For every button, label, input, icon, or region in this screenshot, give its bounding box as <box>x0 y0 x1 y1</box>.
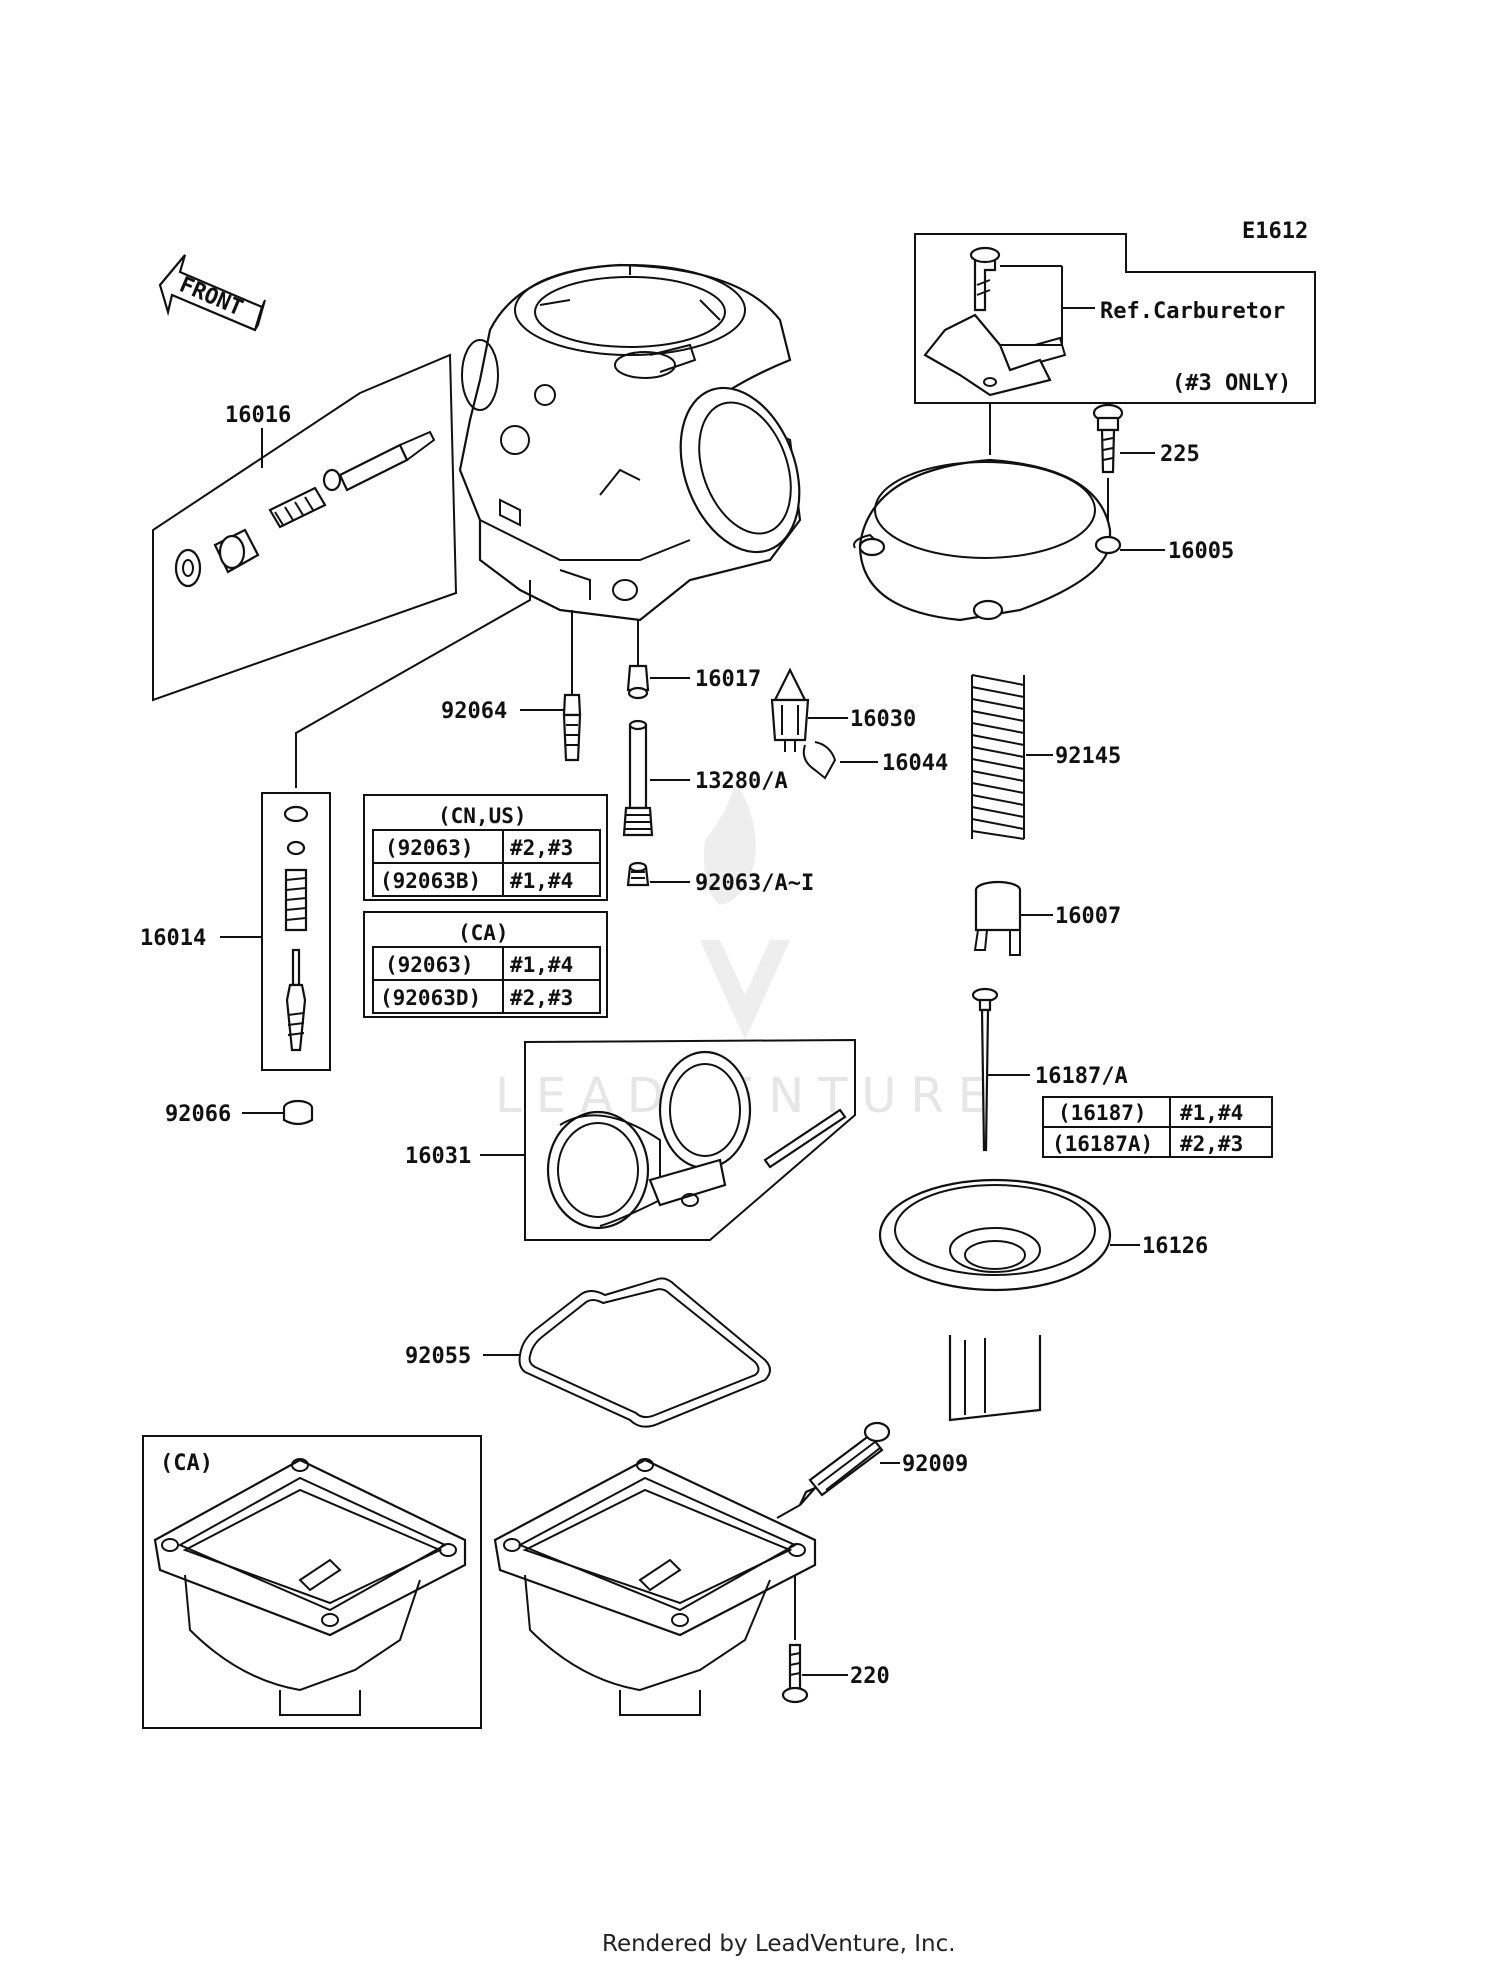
label-16126: 16126 <box>1142 1234 1208 1259</box>
front-label: FRONT <box>176 273 247 322</box>
needle-row1-part: (16187) <box>1058 1101 1147 1125</box>
label-92063: 92063/A~I <box>695 871 814 896</box>
label-220: 220 <box>850 1664 890 1689</box>
ref-carburetor-text: Ref.Carburetor <box>1100 299 1285 324</box>
label-92066: 92066 <box>165 1102 231 1127</box>
part-16016: 16016 <box>152 353 458 702</box>
jet-assembly-box <box>261 792 331 1071</box>
label-16017: 16017 <box>695 667 761 692</box>
label-92145: 92145 <box>1055 744 1121 769</box>
needle-row2-part: (16187A) <box>1052 1132 1153 1156</box>
front-arrow-icon <box>158 254 264 332</box>
part-225: 225 <box>1092 403 1200 530</box>
watermark-v-icon <box>700 940 790 1040</box>
ca-bowl-label: (CA) <box>160 1451 213 1476</box>
part-92145: 92145 <box>970 672 1121 840</box>
ca-row2-part: (92063D) <box>380 986 481 1010</box>
ca-row1-cyl: #1,#4 <box>510 953 573 977</box>
part-13280: 13280/A <box>622 719 788 837</box>
ca-bowl-group: (CA) <box>142 1435 482 1729</box>
watermark-flame-icon <box>704 780 756 905</box>
needle-row1-cyl: #1,#4 <box>1180 1101 1243 1125</box>
label-92055: 92055 <box>405 1344 471 1369</box>
part-92066: 92066 <box>165 1099 314 1127</box>
ref-carburetor-box: Ref.Carburetor (#3 ONLY) <box>914 233 1316 455</box>
watermark: LEADVENTURE <box>495 780 988 1124</box>
cnus-row1-cyl: #2,#3 <box>510 836 573 860</box>
ca-row2-cyl: #2,#3 <box>510 986 573 1010</box>
label-92009: 92009 <box>902 1452 968 1477</box>
part-16014: 16014 <box>140 580 531 1071</box>
part-16005: 16005 <box>853 458 1234 622</box>
pilot-screw-box <box>152 353 458 702</box>
label-92064: 92064 <box>441 699 507 724</box>
part-92055: 92055 <box>405 1277 771 1428</box>
part-92064: 92064 <box>441 610 582 762</box>
ca-header: (CA) <box>458 921 509 945</box>
part-92063: 92063/A~I <box>626 861 814 896</box>
part-16187: 16187/A <box>971 987 1128 1152</box>
part-16017: 16017 <box>626 620 761 700</box>
label-16007: 16007 <box>1055 904 1121 929</box>
carburetor-body <box>458 263 802 622</box>
label-16044: 16044 <box>882 751 948 776</box>
table-needle: (16187) #1,#4 (16187A) #2,#3 <box>1042 1096 1273 1158</box>
cnus-header: (CN,US) <box>438 804 527 828</box>
table-ca: (CA) (92063) #1,#4 (92063D) #2,#3 <box>363 911 608 1018</box>
front-arrow: FRONT <box>158 254 266 332</box>
part-16031: 16031 <box>405 1038 856 1241</box>
label-16014: 16014 <box>140 926 206 951</box>
label-16187: 16187/A <box>1035 1064 1128 1089</box>
cnus-row1-part: (92063) <box>385 836 474 860</box>
label-16005: 16005 <box>1168 539 1234 564</box>
table-cn-us: (CN,US) (92063) #2,#3 (92063B) #1,#4 <box>363 794 608 901</box>
footer-credit: Rendered by LeadVenture, Inc. <box>602 1931 956 1957</box>
part-16007: 16007 <box>973 880 1121 956</box>
float-bowl <box>493 1458 817 1716</box>
part-220: 220 <box>781 1575 890 1704</box>
part-16126: 16126 <box>878 1178 1208 1422</box>
label-16030: 16030 <box>850 707 916 732</box>
label-225: 225 <box>1160 442 1200 467</box>
part-16030: 16030 <box>770 667 916 752</box>
diagram-code: E1612 <box>1242 219 1308 244</box>
ref-note-text: (#3 ONLY) <box>1172 371 1291 396</box>
label-16031: 16031 <box>405 1144 471 1169</box>
label-16016: 16016 <box>225 403 291 428</box>
ca-row1-part: (92063) <box>385 953 474 977</box>
float-box <box>524 1038 856 1241</box>
cnus-row2-part: (92063B) <box>380 869 481 893</box>
part-92009: 92009 <box>776 1421 968 1519</box>
cnus-row2-cyl: #1,#4 <box>510 869 573 893</box>
needle-row2-cyl: #2,#3 <box>1180 1132 1243 1156</box>
part-16044: 16044 <box>802 741 948 780</box>
label-13280: 13280/A <box>695 769 788 794</box>
